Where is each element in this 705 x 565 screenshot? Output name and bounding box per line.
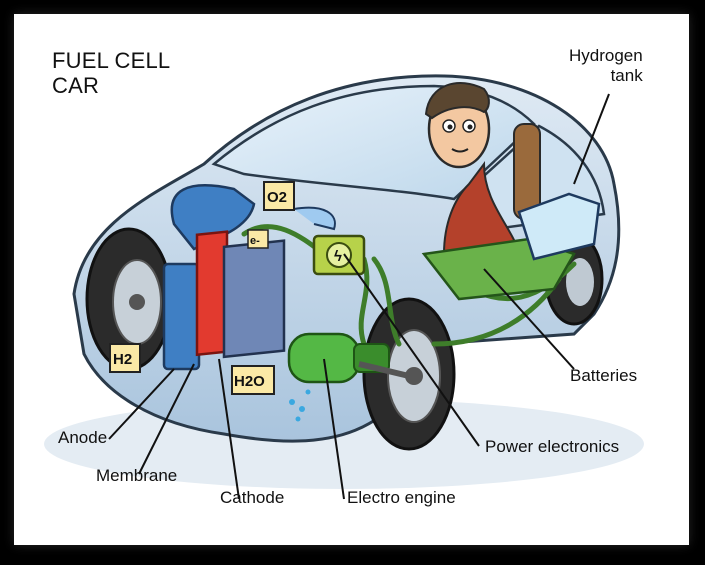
label-cathode: Cathode [220,488,285,507]
water-drops [289,389,311,422]
fuel-cell-car-illustration: O2 e- H2 H2O ϟ [44,74,644,500]
water-tag-text: H2O [234,373,265,390]
label-hydrogen-tank-line1: Hydrogen [569,46,643,65]
front-left-wheel [85,227,173,371]
anode-plate [162,262,201,371]
electro-engine [287,332,410,384]
diagram-title-line2: CAR [52,73,100,98]
water-tag: H2O [231,365,275,395]
label-hydrogen-tank: Hydrogen tank [569,46,643,86]
diagram-title: FUEL CELL CAR [52,48,170,98]
diagram-frame: O2 e- H2 H2O ϟ FUEL CELL CAR [14,14,689,545]
electron-tag: e- [247,229,269,249]
label-membrane: Membrane [96,466,178,485]
diagram-title-line1: FUEL CELL [52,48,171,73]
hydrogen-tank [517,192,601,261]
hydrogen-tag: H2 [109,343,141,373]
lightning-symbol: ϟ [334,248,342,265]
oxygen-tag-text: O2 [267,189,287,206]
membrane-plate [195,230,229,357]
label-batteries: Batteries [570,366,638,385]
label-power-electronics: Power electronics [485,437,620,456]
oxygen-tag: O2 [263,181,295,211]
electron-tag-text: e- [250,235,260,247]
label-electro-engine: Electro engine [347,488,456,507]
leader-lines [108,93,610,500]
hydrogen-tag-text: H2 [113,351,132,368]
driver-figure [424,81,541,255]
cathode-plate [222,239,286,359]
air-flow-arrow [293,206,336,231]
label-anode: Anode [58,428,108,447]
label-hydrogen-tank-line2: tank [610,66,643,85]
